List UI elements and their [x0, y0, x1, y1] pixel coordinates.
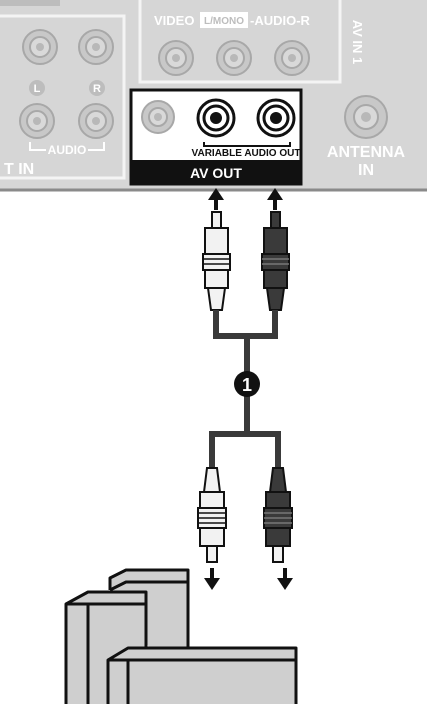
tv-back-panel: L R AUDIO T IN VIDEO L/MONO -AUDIO-R AV …	[0, 0, 427, 192]
variable-audio-out-label: VARIABLE AUDIO OUT	[192, 148, 301, 159]
jack-variable-audio-right	[256, 98, 296, 138]
jack-antenna-in	[344, 95, 388, 139]
jack-audio-right	[78, 103, 114, 139]
l-mono-label: L/MONO	[204, 16, 244, 27]
top-plug-dark	[261, 211, 290, 311]
arrow-into-left-jack	[208, 188, 224, 210]
right-channel-label: R	[93, 83, 101, 95]
jack-video-in	[158, 40, 194, 76]
step-number: 1	[242, 375, 252, 395]
antenna-in-label: IN	[358, 162, 374, 179]
top-plug-white	[202, 211, 231, 311]
jack-audio-left	[19, 103, 55, 139]
left-channel-badge	[29, 80, 45, 96]
l-mono-badge	[200, 12, 248, 28]
jack-variable-audio-left	[196, 98, 236, 138]
jack-audio-in-right	[274, 40, 310, 76]
arrow-into-right-jack	[267, 188, 283, 210]
external-audio-device	[64, 568, 298, 704]
bottom-plug-white	[197, 467, 227, 563]
left-channel-label: L	[34, 83, 41, 95]
arrow-to-device-left	[204, 568, 220, 590]
audio-group-label: AUDIO	[48, 143, 87, 157]
jack-audio-in-left	[216, 40, 252, 76]
antenna-label: ANTENNA	[327, 144, 406, 161]
arrow-to-device-right	[277, 568, 293, 590]
step-1-badge: 1	[234, 371, 260, 397]
jack-top-left-2	[78, 29, 114, 65]
av-out-section: VARIABLE AUDIO OUT AV OUT	[129, 88, 303, 186]
audio-r-label: -AUDIO-R	[250, 13, 311, 28]
av-in-1-label: AV IN 1	[350, 20, 365, 65]
av-out-label: AV OUT	[190, 165, 242, 181]
jack-top-left-1	[22, 29, 58, 65]
right-channel-badge	[89, 80, 105, 96]
component-input-label: T IN	[4, 161, 34, 178]
bottom-plug-dark	[263, 467, 293, 563]
jack-av-out-video	[141, 100, 175, 134]
video-label: VIDEO	[154, 13, 194, 28]
